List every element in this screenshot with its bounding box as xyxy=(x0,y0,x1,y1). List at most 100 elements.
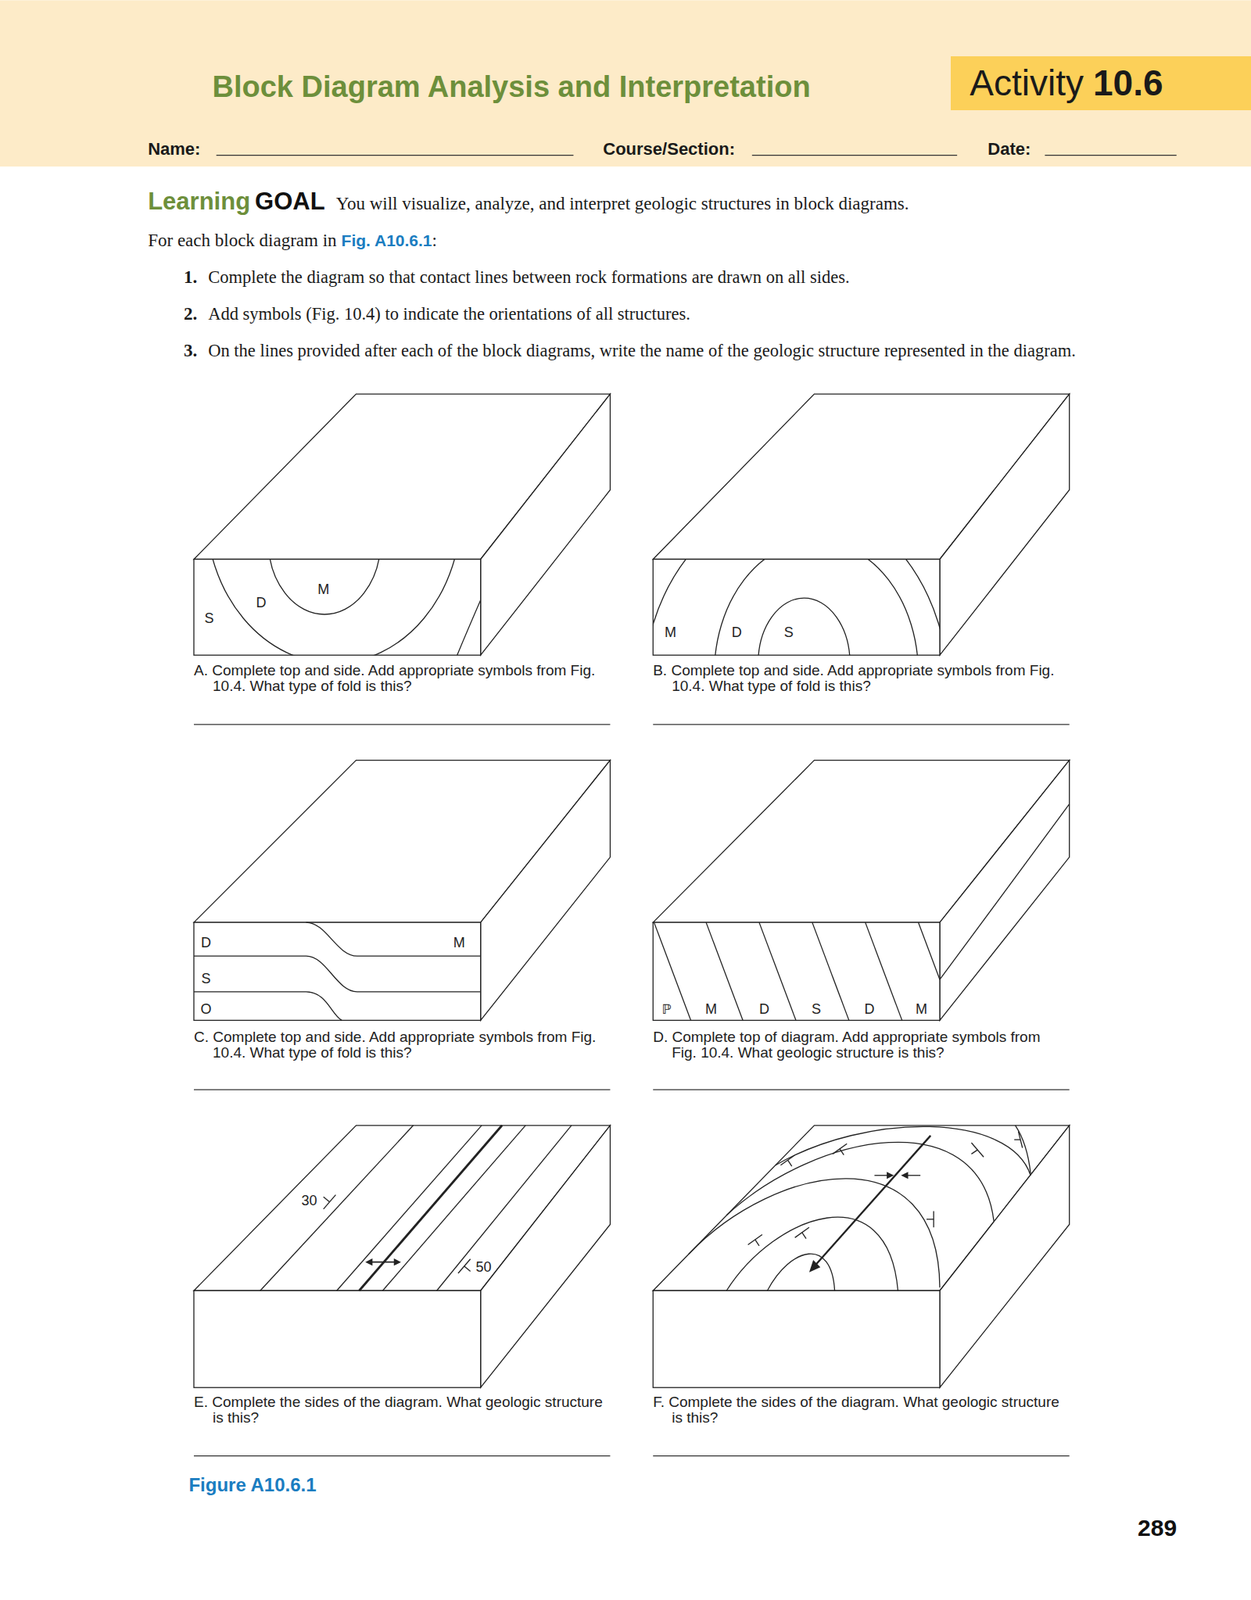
formation-label: M xyxy=(317,581,330,599)
block-diagram xyxy=(926,1218,934,1220)
block-diagram xyxy=(358,1125,502,1291)
block-diagram xyxy=(758,598,850,656)
formation-label: ℙ xyxy=(661,1001,671,1018)
block-diagram xyxy=(458,1259,471,1274)
question-caption: C. Complete top and side. Add appropriat… xyxy=(193,1029,604,1062)
formation-label: M xyxy=(664,624,677,642)
step-text: On the lines provided after each of the … xyxy=(207,340,1076,362)
block-diagram xyxy=(652,559,940,656)
block-diagram xyxy=(971,1150,978,1155)
block-diagram xyxy=(323,1197,330,1203)
question-caption: D. Complete top of diagram. Add appropri… xyxy=(652,1029,1063,1062)
block-diagram xyxy=(802,1233,807,1240)
block-diagram xyxy=(767,1254,835,1291)
formation-label: D xyxy=(863,1000,875,1018)
block-diagram xyxy=(788,1160,793,1167)
step-number: 3. xyxy=(183,340,198,362)
block-diagram xyxy=(809,1260,821,1273)
block-diagram xyxy=(839,1149,844,1156)
formation-label: D xyxy=(759,1000,770,1018)
block-diagram xyxy=(464,1266,471,1273)
formation-label: S xyxy=(204,609,214,627)
block-diagram xyxy=(268,559,381,615)
block-diagram xyxy=(726,1142,994,1222)
block-diagram xyxy=(652,1125,1069,1388)
block-diagram xyxy=(939,1125,1070,1388)
block-diagram xyxy=(206,559,462,656)
block-diagram xyxy=(193,922,481,1021)
block-diagram xyxy=(457,600,481,656)
block-diagram xyxy=(812,922,850,1021)
question-caption: E. Complete the sides of the diagram. Wh… xyxy=(193,1394,604,1427)
header-band xyxy=(0,0,1251,167)
block-diagram xyxy=(652,559,940,656)
figure-caption: Figure A10.6.1 xyxy=(188,1474,316,1497)
formation-label: S xyxy=(811,1000,821,1018)
formation-label: O xyxy=(200,1000,212,1018)
block-diagram xyxy=(726,1217,898,1291)
formation-label: D xyxy=(200,934,212,951)
step-number: 1. xyxy=(183,267,198,288)
block-diagram xyxy=(306,922,481,957)
block-diagram xyxy=(654,922,692,1021)
block-diagram xyxy=(193,1125,610,1388)
block-diagram xyxy=(714,559,919,656)
answer-lines xyxy=(1044,154,1176,156)
block-diagram xyxy=(369,1261,397,1264)
block-diagram xyxy=(336,1125,482,1291)
figure-reference: Fig. A10.6.1 xyxy=(341,231,433,251)
step-number: 2. xyxy=(183,304,198,325)
question-caption: F. Complete the sides of the diagram. Wh… xyxy=(652,1394,1063,1427)
block-diagram xyxy=(652,559,940,656)
block-diagram xyxy=(323,1195,337,1210)
block-diagram xyxy=(193,760,610,1022)
block-diagram xyxy=(906,1175,921,1176)
block-diagram xyxy=(652,1290,940,1388)
block-diagram xyxy=(918,922,940,980)
block-diagram xyxy=(1015,1125,1032,1174)
block-diagram xyxy=(900,1172,908,1180)
answer-lines xyxy=(652,724,1069,725)
header-band xyxy=(0,0,1251,167)
block-diagram xyxy=(886,1172,894,1180)
formation-label: D xyxy=(731,624,742,642)
answer-lines xyxy=(216,154,574,156)
block-diagram xyxy=(193,559,481,656)
formation-label: S xyxy=(784,624,794,642)
answer-lines xyxy=(193,724,610,725)
block-diagram xyxy=(206,559,481,656)
text-row: For each block diagram inFig. A10.6.1: xyxy=(147,230,438,251)
page-number: 289 xyxy=(1137,1515,1177,1542)
activity-badge: Activity10.6 xyxy=(950,56,1251,111)
block-diagram xyxy=(193,992,342,1022)
goal-text: You will visualize, analyze, and interpr… xyxy=(336,193,910,215)
block-diagram xyxy=(365,1258,373,1266)
instruction-text: : xyxy=(432,230,438,251)
badge-text: Activity xyxy=(969,61,1084,104)
block-diagram xyxy=(260,1125,414,1291)
answer-lines xyxy=(652,1089,1069,1091)
page-title: Block Diagram Analysis and Interpretatio… xyxy=(212,69,811,104)
block-diagram xyxy=(480,760,611,1022)
dip-angle: 50 xyxy=(476,1258,492,1276)
step-text: Add symbols (Fig. 10.4) to indicate the … xyxy=(207,304,691,325)
answer-lines xyxy=(652,1455,1069,1457)
text-row: LearningGOALYou will visualize, analyze,… xyxy=(147,187,909,216)
question-caption: A. Complete top and side. Add appropriat… xyxy=(193,663,604,695)
answer-lines xyxy=(193,1089,610,1091)
block-diagram xyxy=(394,1258,402,1266)
block-diagram xyxy=(480,394,611,656)
answer-lines xyxy=(752,154,958,156)
block-diagram xyxy=(816,1136,931,1265)
instruction-text: For each block diagram in xyxy=(147,230,337,251)
step-text: Complete the diagram so that contact lin… xyxy=(207,267,850,288)
block-diagram xyxy=(193,1290,481,1388)
block-diagram xyxy=(755,1240,760,1247)
formation-label: S xyxy=(201,970,212,987)
block-diagram xyxy=(775,1126,1031,1176)
goal-heading: Learning xyxy=(147,187,251,216)
answer-lines xyxy=(193,1455,610,1457)
block-diagram xyxy=(688,1179,940,1288)
block-diagram xyxy=(874,1175,888,1176)
block-diagram xyxy=(652,922,940,1021)
